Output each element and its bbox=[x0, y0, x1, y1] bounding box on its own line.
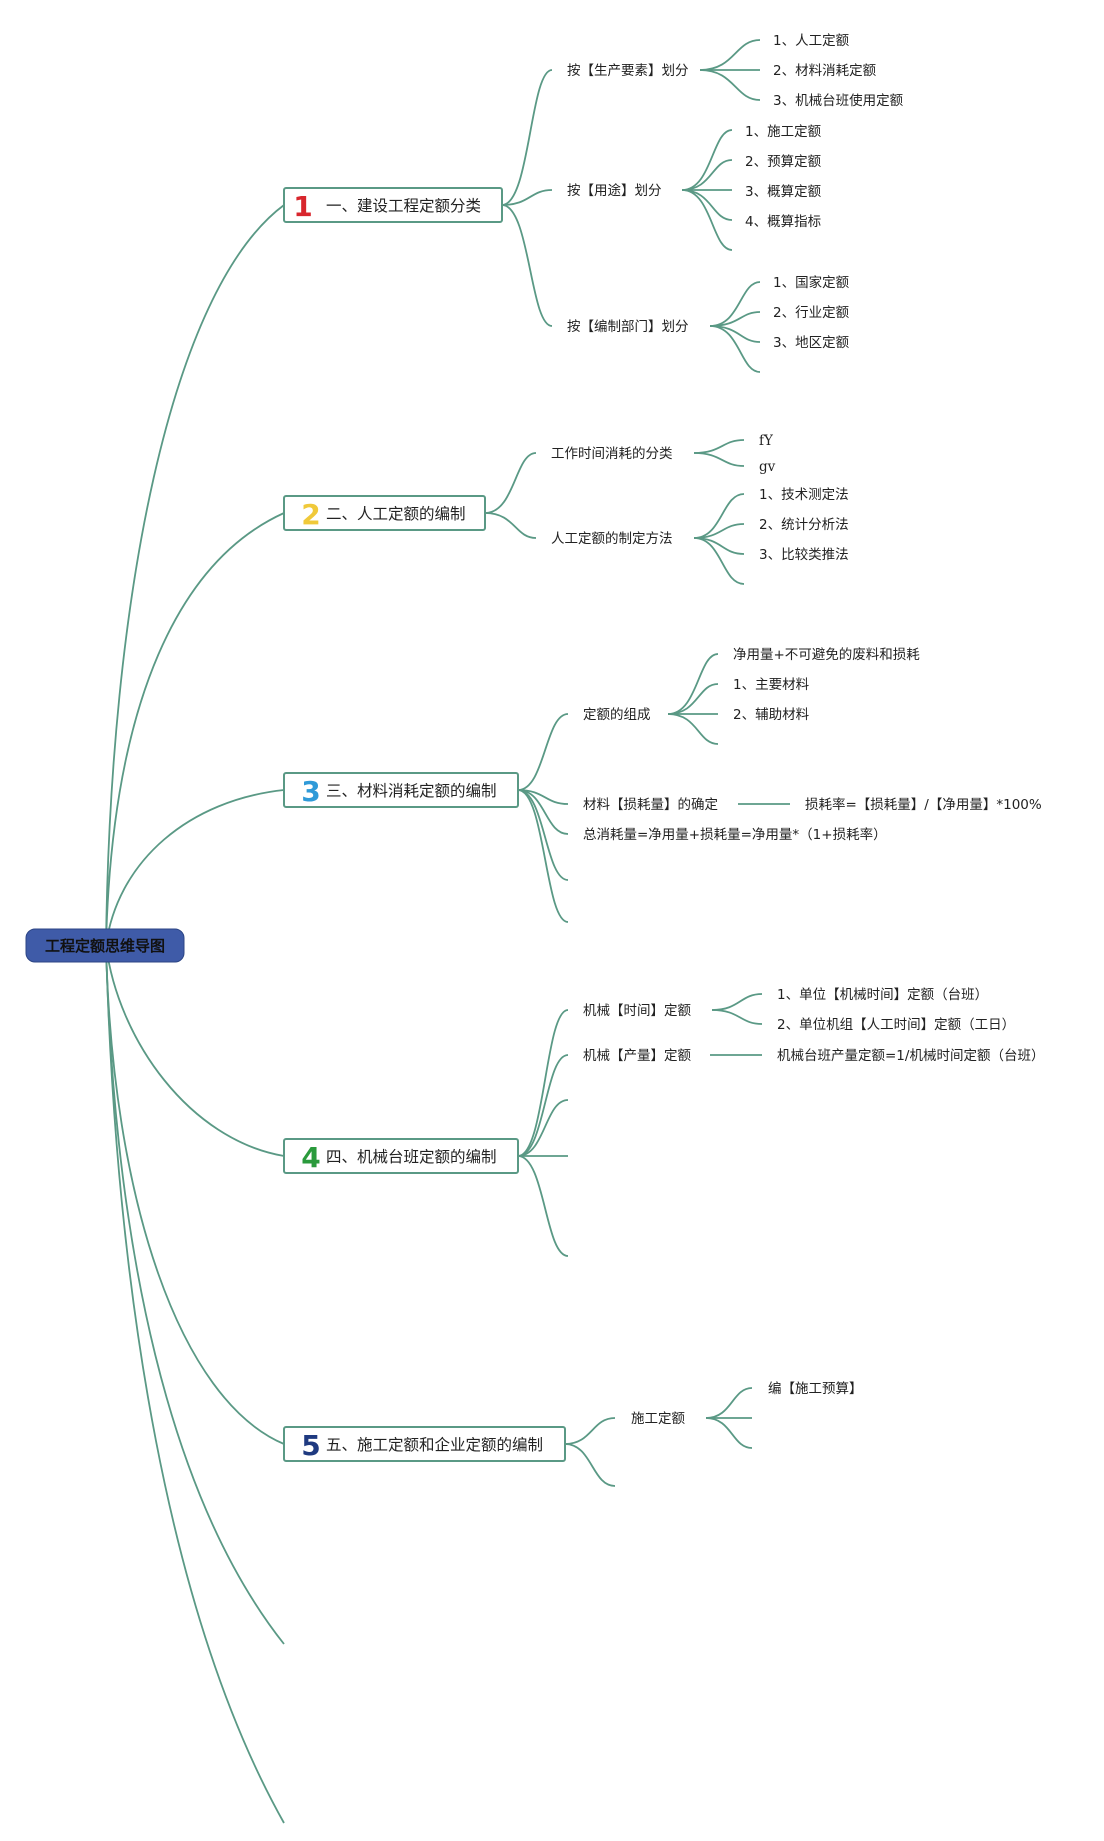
root-node[interactable]: 工程定额思维导图 bbox=[25, 928, 185, 963]
leaf-item[interactable]: 4、概算指标 bbox=[745, 214, 821, 230]
section-node-5[interactable]: 5 五、施工定额和企业定额的编制 bbox=[283, 1426, 566, 1462]
section-node-box bbox=[283, 187, 503, 223]
section-label-4: 四、机械台班定额的编制 bbox=[326, 1148, 497, 1166]
leaf-item[interactable]: 1、单位【机械时间】定额（台班） bbox=[777, 987, 988, 1003]
leaf-item[interactable]: 净用量+不可避免的废料和损耗 bbox=[733, 647, 920, 663]
leaf-item[interactable]: 1、施工定额 bbox=[745, 124, 822, 140]
branch-label[interactable]: 总消耗量=净用量+损耗量=净用量*（1+损耗率） bbox=[583, 826, 887, 843]
branch-label[interactable]: 施工定额 bbox=[631, 1411, 685, 1427]
section-node-box bbox=[283, 1426, 566, 1462]
leaf-item[interactable]: 1、国家定额 bbox=[773, 274, 850, 291]
leaf-item[interactable]: 2、预算定额 bbox=[745, 154, 822, 170]
leaf-item[interactable]: 2、单位机组【人工时间】定额（工日） bbox=[777, 1017, 1015, 1033]
section-node-box bbox=[283, 1138, 519, 1174]
section-node-1[interactable]: 1 一、建设工程定额分类 bbox=[283, 187, 503, 223]
leaf-item[interactable]: 1、人工定额 bbox=[773, 33, 850, 49]
leaf-item[interactable]: 3、机械台班使用定额 bbox=[773, 92, 904, 109]
section-node-4[interactable]: 4 四、机械台班定额的编制 bbox=[283, 1138, 519, 1174]
section-node-3[interactable]: 3 三、材料消耗定额的编制 bbox=[283, 772, 519, 808]
section-number-5: 5 bbox=[301, 1429, 320, 1462]
leaf-item[interactable]: 3、比较类推法 bbox=[759, 547, 849, 563]
connector-lines bbox=[105, 39, 790, 1824]
branch-label[interactable]: 材料【损耗量】的确定 bbox=[583, 797, 718, 813]
branch-label[interactable]: 按【编制部门】划分 bbox=[567, 319, 689, 335]
section-number-4: 4 bbox=[301, 1141, 320, 1174]
leaf-item[interactable]: fY bbox=[759, 433, 774, 449]
branch-label[interactable]: 按【用途】划分 bbox=[567, 182, 662, 199]
section-label-2: 二、人工定额的编制 bbox=[326, 505, 466, 523]
leaf-item[interactable]: 1、技术测定法 bbox=[759, 487, 849, 503]
section-label-5: 五、施工定额和企业定额的编制 bbox=[326, 1436, 543, 1454]
branch-label[interactable]: 机械【时间】定额 bbox=[583, 1003, 691, 1019]
branch-label[interactable]: 工作时间消耗的分类 bbox=[551, 446, 673, 462]
branch-label[interactable]: 机械【产量】定额 bbox=[583, 1048, 691, 1064]
leaf-item[interactable]: 2、行业定额 bbox=[773, 305, 850, 321]
section-node-box bbox=[283, 495, 486, 531]
leaf-item[interactable]: 3、概算定额 bbox=[745, 184, 822, 200]
leaf-item[interactable]: 机械台班产量定额=1/机械时间定额（台班） bbox=[777, 1048, 1044, 1064]
root-node-label: 工程定额思维导图 bbox=[45, 937, 165, 955]
branch-label[interactable]: 人工定额的制定方法 bbox=[551, 531, 673, 547]
leaf-item[interactable]: 编【施工预算】 bbox=[768, 1381, 863, 1397]
branch-label[interactable]: 定额的组成 bbox=[583, 707, 651, 723]
leaf-item[interactable]: 1、主要材料 bbox=[733, 677, 810, 693]
section-label-3: 三、材料消耗定额的编制 bbox=[326, 782, 497, 800]
section-number-3: 3 bbox=[301, 775, 320, 808]
section-label-1: 一、建设工程定额分类 bbox=[326, 197, 481, 215]
leaf-item[interactable]: gv bbox=[759, 459, 776, 475]
leaf-item[interactable]: 损耗率=【损耗量】/【净用量】*100% bbox=[805, 796, 1042, 813]
section-number-2: 2 bbox=[301, 498, 320, 531]
leaf-item[interactable]: 2、辅助材料 bbox=[733, 707, 810, 723]
leaf-item[interactable]: 3、地区定额 bbox=[773, 335, 850, 351]
section-node-2[interactable]: 2 二、人工定额的编制 bbox=[283, 495, 486, 531]
leaf-item[interactable]: 2、材料消耗定额 bbox=[773, 63, 877, 79]
root-node-box bbox=[25, 928, 185, 963]
section-number-1: 1 bbox=[293, 190, 312, 223]
leaf-item[interactable]: 2、统计分析法 bbox=[759, 517, 849, 533]
section-node-box bbox=[283, 772, 519, 808]
branch-label[interactable]: 按【生产要素】划分 bbox=[567, 63, 689, 79]
